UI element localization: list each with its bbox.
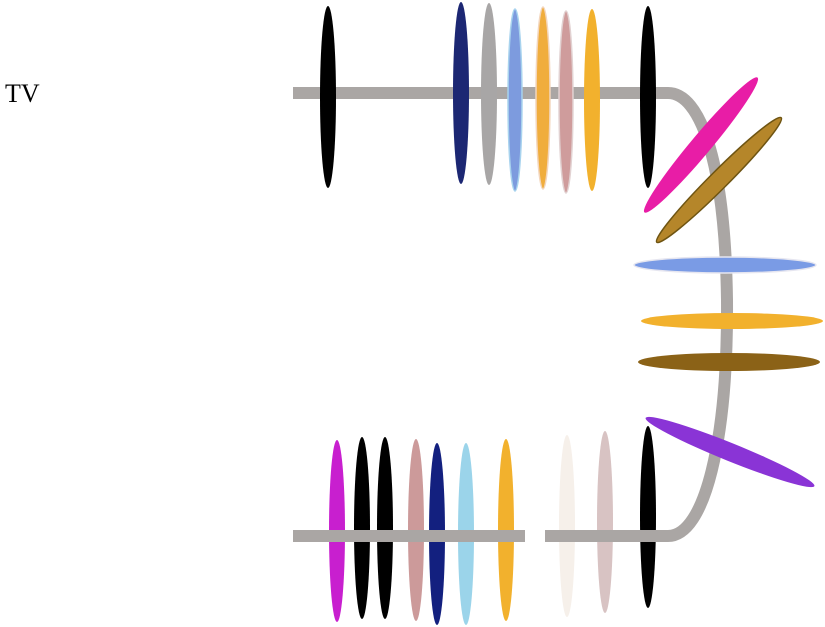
beam-segment-bend <box>667 87 734 542</box>
bottom-row-element-2 <box>354 437 370 619</box>
bend-element-4 <box>641 313 823 329</box>
bend-element-3 <box>633 256 817 274</box>
beam-track <box>293 87 734 542</box>
bend-element-2 <box>655 116 783 244</box>
bottom-row-element-10 <box>640 426 656 608</box>
top-row-element-6 <box>558 10 574 194</box>
top-row-element-4 <box>507 8 523 192</box>
top-row-element-8 <box>640 6 656 188</box>
top-row-elements <box>320 2 823 488</box>
top-row-element-7 <box>584 9 600 191</box>
bend-element-5 <box>638 353 820 371</box>
top-row-element-2 <box>453 2 469 184</box>
bottom-row-elements <box>329 426 656 625</box>
diagram-label: TV <box>5 79 40 108</box>
top-row-element-1 <box>320 6 336 188</box>
bend-element-6 <box>645 416 815 488</box>
bottom-row-element-3 <box>377 437 393 619</box>
top-row-element-5 <box>535 6 551 190</box>
top-row-element-3 <box>481 3 497 185</box>
bend-element-1 <box>643 77 759 213</box>
bottom-row-element-9 <box>597 431 613 613</box>
bottom-row-element-8 <box>559 435 575 617</box>
